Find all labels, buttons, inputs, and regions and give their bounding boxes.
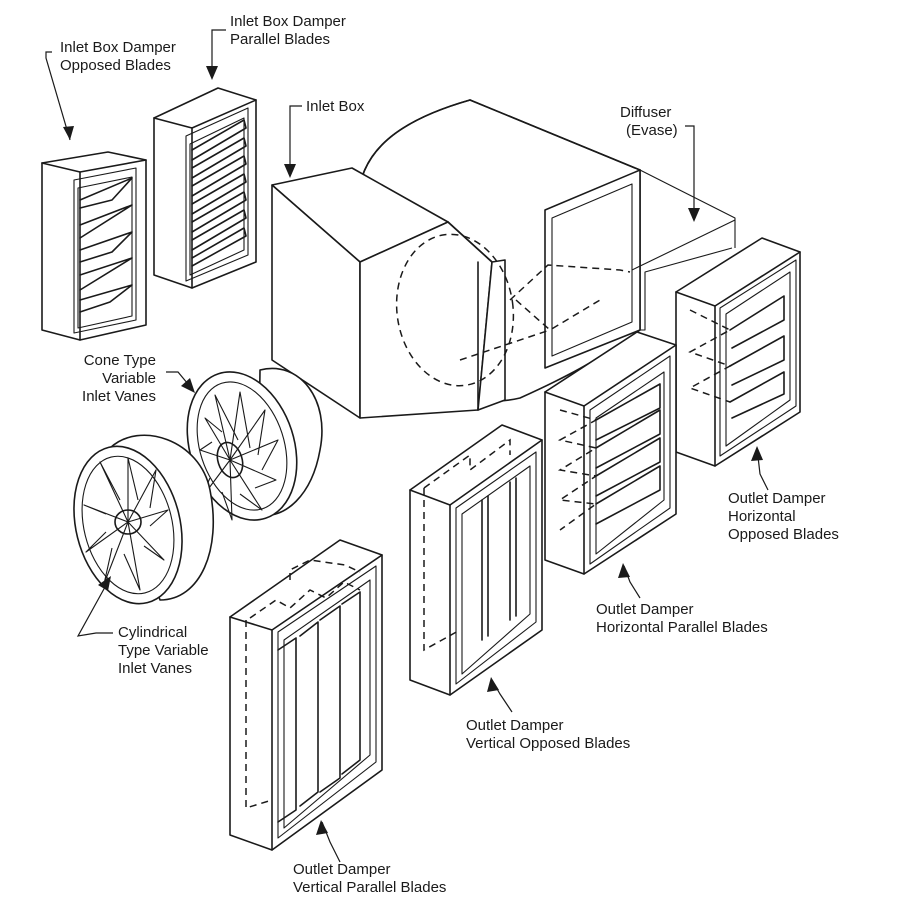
- cone-type-inlet-vanes: [186, 367, 323, 521]
- diffuser-evase: [631, 169, 736, 331]
- svg-text:Vertical Parallel Blades: Vertical Parallel Blades: [293, 879, 446, 896]
- label-outlet-damper-vertical-parallel: Outlet Damper Vertical Parallel Blades: [293, 861, 446, 896]
- label-cone-type-inlet-vanes: Cone Type Variable Inlet Vanes: [82, 352, 156, 405]
- inlet-box: [271, 167, 631, 419]
- label-inlet-box-damper-parallel: Inlet Box Damper Parallel Blades: [230, 13, 346, 48]
- svg-text:Outlet Damper: Outlet Damper: [728, 490, 826, 507]
- cone-vane-blades: [199, 391, 279, 521]
- label-diffuser: Diffuser (Evase): [620, 104, 678, 139]
- label-inlet-box-damper-opposed: Inlet Box Damper Opposed Blades: [60, 39, 176, 74]
- svg-text:Horizontal Parallel Blades: Horizontal Parallel Blades: [596, 619, 768, 636]
- svg-text:Variable: Variable: [102, 370, 156, 387]
- outlet-damper-vertical-opposed: [409, 424, 543, 696]
- svg-text:Inlet Box Damper: Inlet Box Damper: [60, 39, 176, 56]
- svg-text:Diffuser: Diffuser: [620, 104, 671, 121]
- svg-text:Vertical Opposed Blades: Vertical Opposed Blades: [466, 735, 630, 752]
- svg-text:Cylindrical: Cylindrical: [118, 624, 187, 641]
- svg-text:Inlet Vanes: Inlet Vanes: [82, 388, 156, 405]
- cylindrical-inlet-vanes: [73, 434, 214, 605]
- svg-text:Inlet Vanes: Inlet Vanes: [118, 660, 192, 677]
- svg-text:Cone Type: Cone Type: [84, 352, 156, 369]
- outlet-damper-vertical-parallel: [229, 539, 383, 851]
- svg-text:Type Variable: Type Variable: [118, 642, 209, 659]
- label-outlet-damper-vertical-opposed: Outlet Damper Vertical Opposed Blades: [466, 717, 630, 752]
- inlet-box-damper-opposed-blades: [41, 151, 147, 341]
- outlet-damper-horizontal-opposed: [675, 237, 801, 467]
- svg-text:Outlet Damper: Outlet Damper: [596, 601, 694, 618]
- svg-text:Outlet Damper: Outlet Damper: [293, 861, 391, 878]
- svg-text:Inlet Box Damper: Inlet Box Damper: [230, 13, 346, 30]
- opposed-blade-set: [79, 177, 133, 313]
- svg-text:Inlet Box: Inlet Box: [306, 98, 365, 115]
- label-cylindrical-inlet-vanes: Cylindrical Type Variable Inlet Vanes: [118, 624, 209, 677]
- svg-text:Opposed Blades: Opposed Blades: [728, 526, 839, 543]
- parallel-blade-set: [191, 119, 247, 267]
- label-outlet-damper-horizontal-opposed: Outlet Damper Horizontal Opposed Blades: [728, 490, 839, 543]
- svg-text:Parallel Blades: Parallel Blades: [230, 31, 330, 48]
- svg-text:Outlet Damper: Outlet Damper: [466, 717, 564, 734]
- svg-text:Opposed Blades: Opposed Blades: [60, 57, 171, 74]
- svg-text:(Evase): (Evase): [626, 122, 678, 139]
- label-inlet-box: Inlet Box: [306, 98, 365, 115]
- leader-lines: [45, 29, 769, 863]
- label-outlet-damper-horizontal-parallel: Outlet Damper Horizontal Parallel Blades: [596, 601, 768, 636]
- outlet-damper-horizontal-parallel: [544, 331, 677, 575]
- inlet-box-damper-parallel-blades: [153, 87, 257, 289]
- svg-text:Horizontal: Horizontal: [728, 508, 796, 525]
